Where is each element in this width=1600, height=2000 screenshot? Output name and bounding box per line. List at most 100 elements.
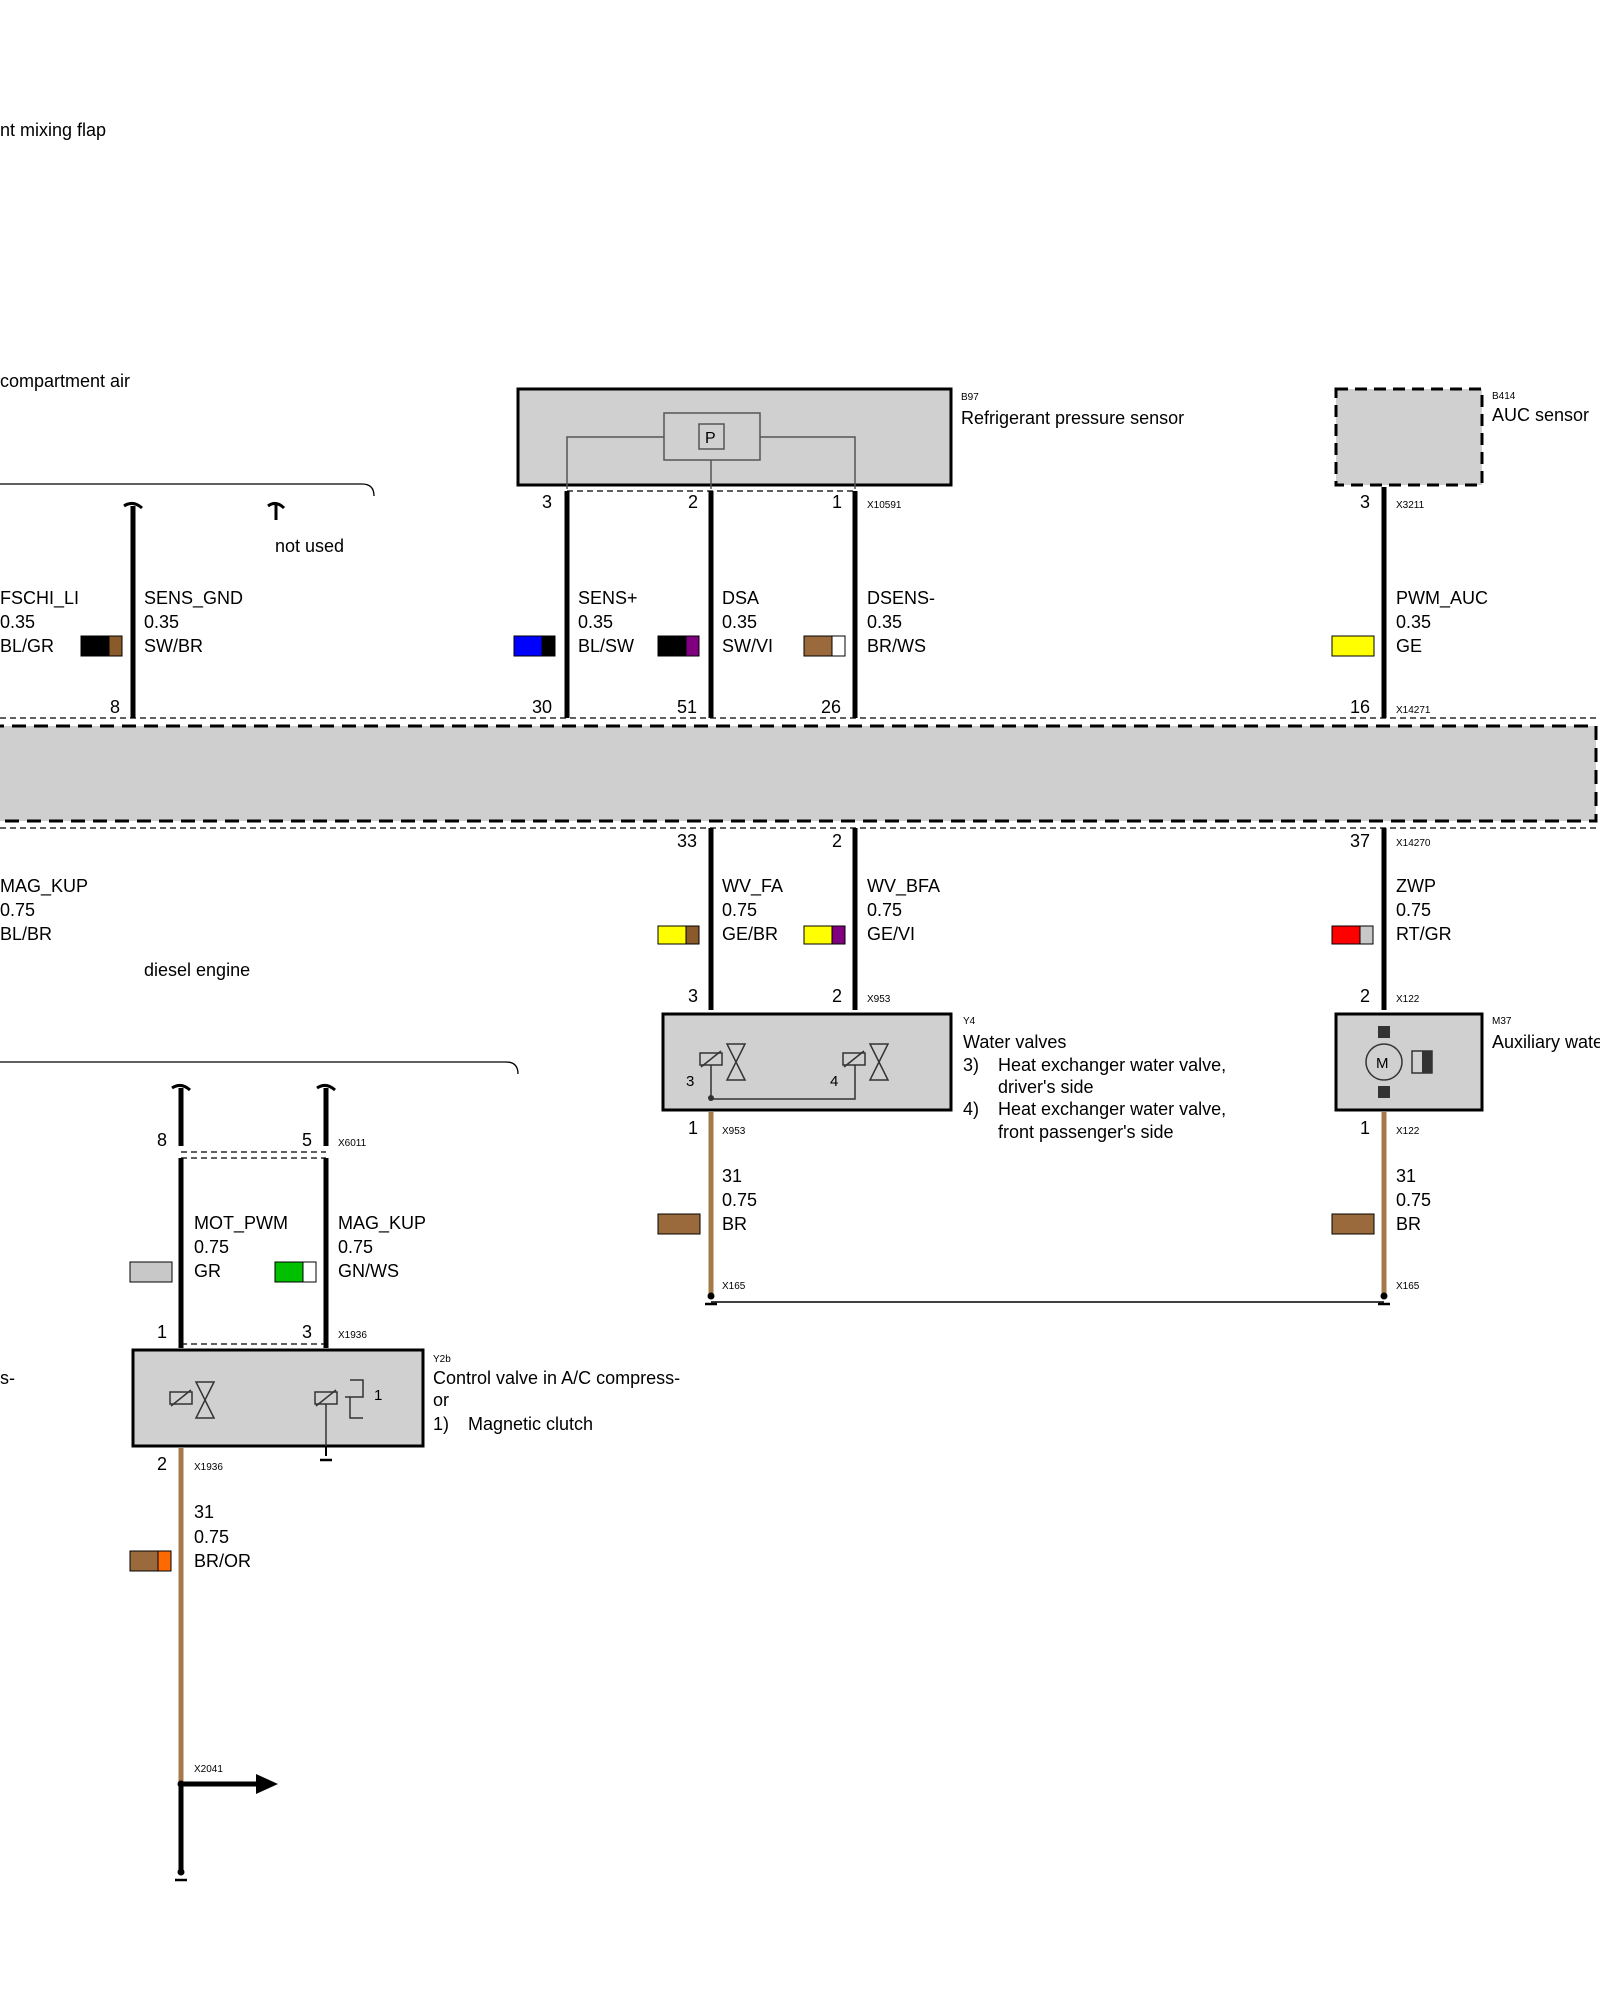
- wire-sens-plus-size: 0.35: [578, 612, 613, 632]
- pin-module-37: 37: [1350, 831, 1370, 851]
- wire-mag-kup-l-name: MAG_KUP: [0, 876, 88, 897]
- wire-dsa-color: SW/VI: [722, 636, 773, 656]
- swatch-gnd-m37: [1331, 1213, 1375, 1235]
- pressure-symbol: P: [705, 430, 716, 447]
- wire-wv-bfa-name: WV_BFA: [867, 876, 940, 897]
- m37-connector-bottom: X122: [1396, 1126, 1420, 1137]
- valve-icon-passenger: [842, 1043, 890, 1081]
- m37-code: M37: [1492, 1016, 1512, 1027]
- wire-gnd-y4-color: BR: [722, 1214, 747, 1234]
- y4-item3-line1: Heat exchanger water valve,: [998, 1055, 1226, 1075]
- swatch-pwm-auc: [1331, 635, 1375, 657]
- pin-module-8: 8: [110, 697, 120, 717]
- y4-item4-line2: front passenger's side: [998, 1122, 1174, 1142]
- y2b-inner-1: 1: [374, 1387, 382, 1404]
- swatch-dsa: [657, 635, 700, 657]
- pin-module-51: 51: [677, 697, 697, 717]
- wire-mag-kup-name: MAG_KUP: [338, 1213, 426, 1234]
- y4-item4-line1: Heat exchanger water valve,: [998, 1099, 1226, 1119]
- b97-connector: X10591: [867, 500, 902, 511]
- wire-sens-plus-color: BL/SW: [578, 636, 634, 656]
- pin-y2b-1: 1: [157, 1322, 167, 1342]
- pin-y4-1: 1: [688, 1118, 698, 1138]
- x2041-connector: X2041: [194, 1764, 223, 1775]
- wire-gnd-m37-color: BR: [1396, 1214, 1421, 1234]
- wire-gnd-y4-name: 31: [722, 1166, 742, 1186]
- wire-zwp-size: 0.75: [1396, 900, 1431, 920]
- swatch-zwp: [1331, 925, 1374, 945]
- x6011-connector: X6011: [338, 1138, 367, 1149]
- wire-dsa-name: DSA: [722, 588, 759, 608]
- wire-mag-kup-color: GN/WS: [338, 1261, 399, 1281]
- pin-module-16: 16: [1350, 697, 1370, 717]
- wire-gnd-y2b-name: 31: [194, 1502, 214, 1522]
- swatch-sens-plus: [513, 635, 556, 657]
- b97-internal-line-1: [566, 436, 664, 489]
- wire-sens-plus-name: SENS+: [578, 588, 638, 608]
- pin-m37-2: 2: [1360, 986, 1370, 1006]
- swatch-gnd-y2b: [129, 1550, 172, 1572]
- wire-zwp-name: ZWP: [1396, 876, 1436, 896]
- control-valve-icon: [169, 1381, 216, 1419]
- label-diesel-engine: diesel engine: [144, 960, 250, 980]
- pin-b97-1: 1: [832, 492, 842, 512]
- m37-name: Auxiliary wate: [1492, 1032, 1600, 1052]
- wire-pwm-auc-color: GE: [1396, 636, 1422, 656]
- pin-y4-3: 3: [688, 986, 698, 1006]
- swatch-mot-pwm: [129, 1261, 173, 1283]
- wire-gnd-m37-size: 0.75: [1396, 1190, 1431, 1210]
- b414-connector: X3211: [1396, 500, 1425, 511]
- wire-wv-fa-color: GE/BR: [722, 924, 778, 944]
- wire-wv-fa-size: 0.75: [722, 900, 757, 920]
- swatch-gnd-y4: [657, 1213, 701, 1235]
- y4-item4-num: 4): [963, 1099, 979, 1119]
- m37-component: [1334, 1012, 1484, 1112]
- harness-bracket-top: [0, 483, 375, 497]
- b97-name: Refrigerant pressure sensor: [961, 408, 1184, 428]
- pin-y2b-3: 3: [302, 1322, 312, 1342]
- wire-dsens-name: DSENS-: [867, 588, 935, 608]
- not-used-stub: [267, 501, 286, 520]
- wire-mot-pwm-name: MOT_PWM: [194, 1213, 288, 1234]
- y4-junction: [708, 1095, 714, 1101]
- y4-inner-3: 3: [686, 1073, 694, 1090]
- x165-connector-a: X165: [722, 1281, 746, 1292]
- wire-dsens-size: 0.35: [867, 612, 902, 632]
- pin-m37-1: 1: [1360, 1118, 1370, 1138]
- pin-x6011-8: 8: [157, 1130, 167, 1150]
- label-mixing-flap-partial: nt mixing flap: [0, 120, 106, 140]
- swatch-wv-bfa: [803, 925, 846, 945]
- wire-dsens-color: BR/WS: [867, 636, 926, 656]
- wire-mot-pwm-size: 0.75: [194, 1237, 229, 1257]
- motor-icon: [1365, 1026, 1433, 1098]
- y4-internal-line: [710, 1065, 856, 1100]
- swatch-fschi: [80, 635, 123, 657]
- y2b-name-line2: or: [433, 1390, 449, 1410]
- wire-zwp-color: RT/GR: [1396, 924, 1452, 944]
- pressure-icon: [698, 423, 725, 450]
- mag-kup-break: [316, 1083, 336, 1092]
- pin-y4-2: 2: [832, 986, 842, 1006]
- label-compress-partial: s-: [0, 1368, 15, 1388]
- control-module: [0, 724, 1598, 823]
- arrow-right-icon: [256, 1774, 278, 1794]
- pin-b97-3: 3: [542, 492, 552, 512]
- magnetic-clutch-icon: [314, 1379, 364, 1419]
- swatch-dsens: [803, 635, 846, 657]
- mot-pwm-break: [171, 1083, 191, 1092]
- wire-gnd-y4-size: 0.75: [722, 1190, 757, 1210]
- y4-connector-bottom: X953: [722, 1126, 746, 1137]
- swatch-mag-kup: [274, 1261, 317, 1283]
- wire-wv-bfa-color: GE/VI: [867, 924, 915, 944]
- motor-symbol: M: [1376, 1055, 1389, 1072]
- pin-x6011-5: 5: [302, 1130, 312, 1150]
- wire-mag-kup-l-size: 0.75: [0, 900, 35, 920]
- wire-sens-gnd-name: SENS_GND: [144, 588, 243, 609]
- module-connector-top: X14271: [1396, 705, 1431, 716]
- wire-mot-pwm-color: GR: [194, 1261, 221, 1281]
- wire-pwm-auc-size: 0.35: [1396, 612, 1431, 632]
- wire-sens-gnd-size: 0.35: [144, 612, 179, 632]
- pin-module-30: 30: [532, 697, 552, 717]
- swatch-wv-fa: [657, 925, 700, 945]
